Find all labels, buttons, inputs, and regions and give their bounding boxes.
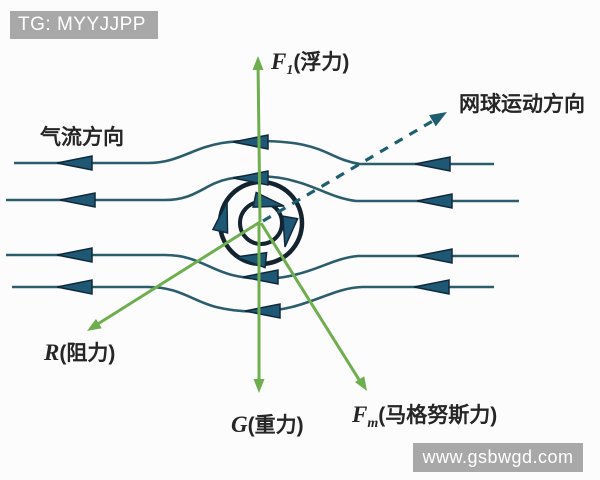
- flow-arrow: [413, 279, 450, 295]
- flow-arrow: [56, 279, 93, 295]
- gravity-label: G(重力): [231, 409, 304, 439]
- buoyancy-name: (浮力): [293, 51, 350, 74]
- magnus-symbol: F: [352, 402, 368, 427]
- buoyancy-label: F1(浮力): [271, 46, 349, 79]
- gravity-arrowhead: [253, 379, 265, 393]
- airflow-direction-label: 气流方向: [40, 126, 124, 149]
- magnus-label: Fm(马格努斯力): [352, 399, 497, 432]
- drag-name: (阻力): [59, 342, 116, 365]
- magnus-name: (马格努斯力): [378, 404, 498, 427]
- magnus-subscript: m: [367, 416, 379, 431]
- motion-arrowhead: [429, 106, 451, 127]
- force-vectors: [92, 61, 365, 388]
- flow-arrow: [59, 192, 96, 208]
- tg-watermark-banner: TG: MYYJJPP: [10, 11, 158, 39]
- flow-arrow: [56, 155, 93, 171]
- gravity-name: (重力): [247, 414, 304, 437]
- flow-arrow: [416, 248, 453, 264]
- gravity-symbol: G: [231, 412, 248, 437]
- buoyancy-subscript: 1: [286, 63, 294, 78]
- site-watermark-banner: www.gsbwgd.com: [413, 443, 583, 472]
- motion-direction-label: 网球运动方向: [459, 93, 585, 116]
- flow-arrow: [244, 303, 281, 319]
- flow-arrow: [232, 134, 269, 150]
- flow-arrow: [56, 247, 93, 263]
- flow-arrow: [416, 193, 453, 209]
- drag-force-line: [92, 220, 261, 329]
- buoyancy-symbol: F: [271, 49, 287, 74]
- flow-arrow: [414, 156, 451, 172]
- drag-label: R(阻力): [44, 337, 115, 367]
- buoyancy-force-line: [256, 61, 262, 223]
- drag-symbol: R: [44, 340, 60, 365]
- magnus-force-line: [259, 222, 365, 387]
- buoyancy-arrowhead: [252, 56, 264, 70]
